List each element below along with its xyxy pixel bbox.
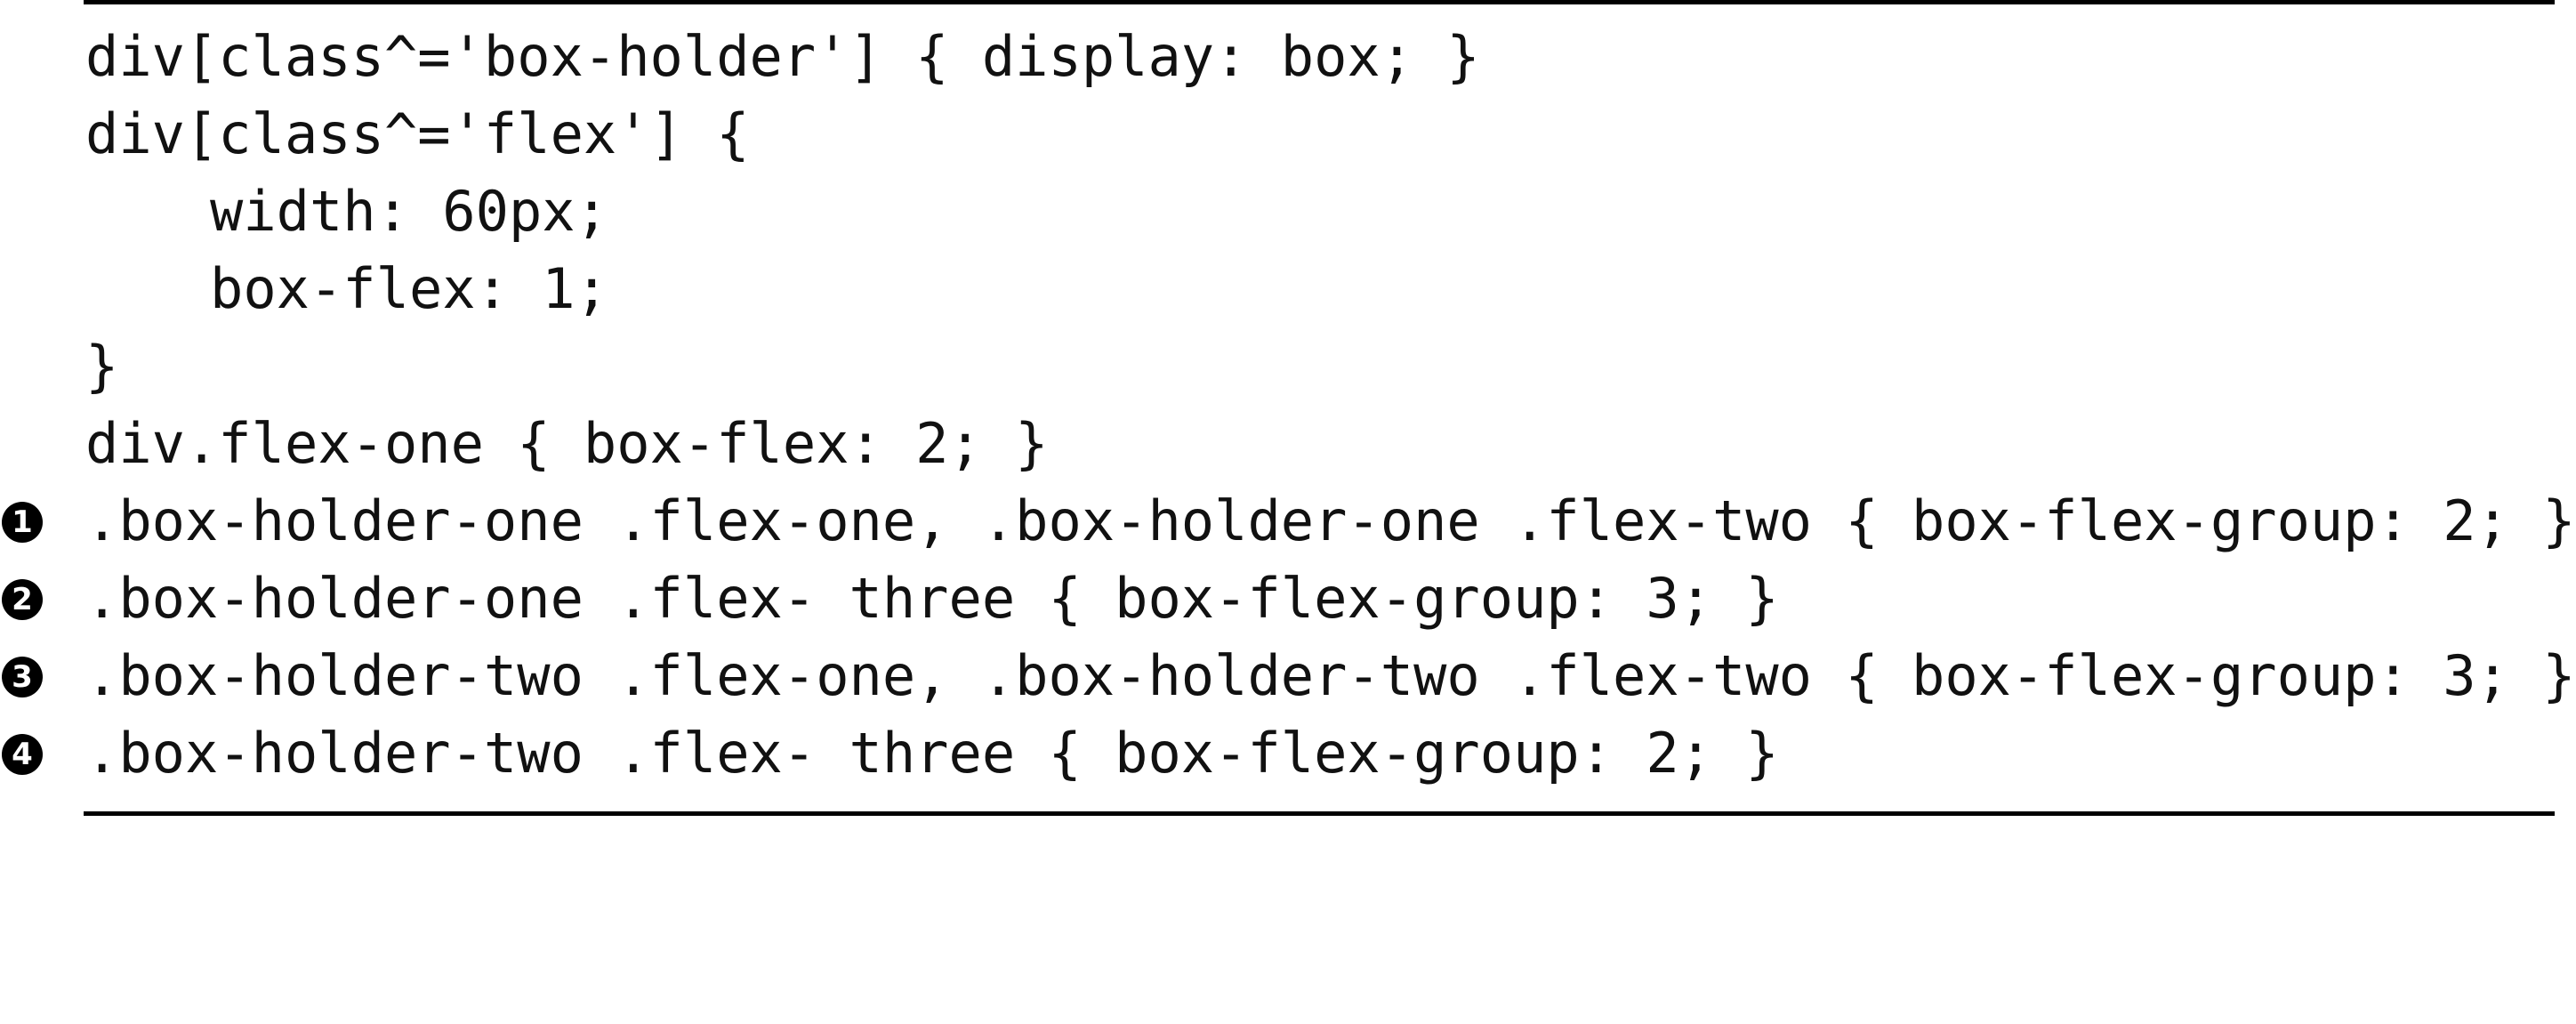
code-text: width: 60px;: [210, 179, 608, 244]
code-line: }: [0, 327, 2555, 405]
code-line: width: 60px;: [0, 173, 2555, 250]
top-rule: [84, 0, 2555, 4]
code-text: .box-holder-one .flex- three { box-flex-…: [85, 566, 1779, 631]
code-line: div[class^='box-holder'] { display: box;…: [0, 18, 2555, 95]
code-text: div.flex-one { box-flex: 2; }: [85, 411, 1049, 476]
code-line: div.flex-one { box-flex: 2; }: [0, 405, 2555, 482]
code-text: box-flex: 1;: [210, 256, 608, 321]
bottom-rule: [84, 811, 2555, 816]
code-line: div[class^='flex'] {: [0, 95, 2555, 173]
code-line: 1 .box-holder-one .flex-one, .box-holder…: [0, 482, 2576, 560]
code-line: box-flex: 1;: [0, 250, 2555, 327]
code-text: }: [85, 334, 119, 399]
code-line: 2 .box-holder-one .flex- three { box-fle…: [0, 560, 2555, 637]
callout-marker-2: 2: [2, 579, 43, 620]
code-line: 3 .box-holder-two .flex-one, .box-holder…: [0, 637, 2576, 714]
code-text: div[class^='box-holder'] { display: box;…: [85, 24, 1480, 89]
code-text: .box-holder-one .flex-one, .box-holder-o…: [85, 488, 2576, 553]
code-text: .box-holder-two .flex- three { box-flex-…: [85, 721, 1779, 786]
callout-marker-3: 3: [2, 657, 43, 697]
code-line: 4 .box-holder-two .flex- three { box-fle…: [0, 714, 2555, 792]
code-listing: div[class^='box-holder'] { display: box;…: [0, 18, 2576, 792]
code-text: div[class^='flex'] {: [85, 101, 750, 166]
code-text: .box-holder-two .flex-one, .box-holder-t…: [85, 643, 2576, 708]
callout-marker-1: 1: [2, 502, 43, 543]
callout-marker-4: 4: [2, 734, 43, 775]
